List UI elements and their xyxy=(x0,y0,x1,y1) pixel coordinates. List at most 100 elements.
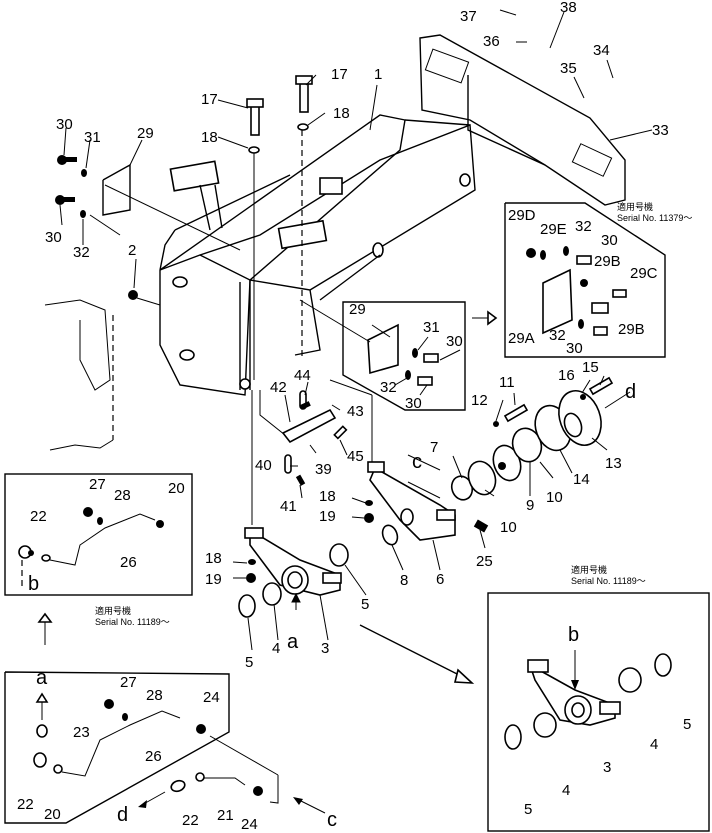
callout-32: 32 xyxy=(575,218,592,235)
arrow-head-icon xyxy=(453,668,475,684)
callout-17: 17 xyxy=(331,66,348,83)
callout-3: 3 xyxy=(603,759,612,776)
callout-28: 28 xyxy=(146,687,163,704)
inset-lower-hose xyxy=(4,671,326,824)
serial-note-jp: 適用号機 xyxy=(571,565,608,575)
callout-5: 5 xyxy=(361,596,370,613)
callout-35: 35 xyxy=(560,60,577,77)
direction-b: b xyxy=(28,573,40,595)
callout-10: 10 xyxy=(546,489,563,506)
lock-bracket-assembly xyxy=(251,379,373,525)
direction-c: c xyxy=(412,451,422,473)
arrow-to-inset-b xyxy=(359,624,466,679)
callout-45: 45 xyxy=(347,448,364,465)
callout-40: 40 xyxy=(255,457,272,474)
callout-22: 22 xyxy=(182,812,199,829)
cover-plate-29 xyxy=(55,155,241,251)
callout-8: 8 xyxy=(400,572,409,589)
callout-26: 26 xyxy=(120,554,137,571)
callout-5: 5 xyxy=(245,654,254,671)
callout-33: 33 xyxy=(652,122,669,139)
arrow-head-icon xyxy=(37,612,53,623)
callout-2: 2 xyxy=(128,242,137,259)
callout-24: 24 xyxy=(203,689,220,706)
callout-44: 44 xyxy=(294,367,311,384)
callout-29D: 29D xyxy=(508,207,536,224)
callout-22: 22 xyxy=(30,508,47,525)
callout-29B: 29B xyxy=(618,321,645,338)
arrow-head-icon xyxy=(487,310,498,326)
callout-30: 30 xyxy=(446,333,463,350)
callout-12: 12 xyxy=(471,392,488,409)
callout-15: 15 xyxy=(582,359,599,376)
callout-32: 32 xyxy=(549,327,566,344)
counterweight xyxy=(419,34,626,206)
callout-9: 9 xyxy=(526,497,535,514)
callout-18: 18 xyxy=(201,129,218,146)
serial-note: Serial No. 11379～ xyxy=(617,213,693,223)
callout-21: 21 xyxy=(217,807,234,824)
inset-cover-variant xyxy=(504,202,666,358)
callout-29E: 29E xyxy=(540,221,567,238)
callout-30: 30 xyxy=(56,116,73,133)
callout-4: 4 xyxy=(562,782,571,799)
bolts-17 xyxy=(246,75,313,380)
direction-d: d xyxy=(117,804,129,826)
callout-24: 24 xyxy=(241,816,258,833)
callout-25: 25 xyxy=(476,553,493,570)
callout-31: 31 xyxy=(423,319,440,336)
callout-14: 14 xyxy=(573,471,590,488)
callout-30: 30 xyxy=(45,229,62,246)
callout-29: 29 xyxy=(137,125,154,142)
callout-26: 26 xyxy=(145,748,162,765)
callout-5: 5 xyxy=(683,716,692,733)
serial-note-jp: 適用号機 xyxy=(95,606,132,616)
bracket-6 xyxy=(367,461,489,546)
callout-18: 18 xyxy=(205,550,222,567)
ring-stack xyxy=(450,376,614,501)
inset-cover-detail xyxy=(299,299,466,411)
callout-27: 27 xyxy=(89,476,106,493)
serial-note: Serial No. 11189～ xyxy=(95,617,170,627)
callout-30: 30 xyxy=(405,395,422,412)
callout-19: 19 xyxy=(319,508,336,525)
callout-30: 30 xyxy=(566,340,583,357)
callout-3: 3 xyxy=(321,640,330,657)
callout-43: 43 xyxy=(347,403,364,420)
leader-lines xyxy=(59,9,653,651)
callout-28: 28 xyxy=(114,487,131,504)
callout-11: 11 xyxy=(499,374,515,391)
callout-18: 18 xyxy=(333,105,350,122)
callout-1: 1 xyxy=(374,66,383,83)
callout-29: 29 xyxy=(349,301,366,318)
direction-b: b xyxy=(568,624,580,646)
callout-19: 19 xyxy=(205,571,222,588)
callout-39: 39 xyxy=(315,461,332,478)
callout-22: 22 xyxy=(17,796,34,813)
callout-29A: 29A xyxy=(508,330,535,347)
callout-32: 32 xyxy=(380,379,397,396)
direction-a: a xyxy=(287,631,299,653)
callout-6: 6 xyxy=(436,571,445,588)
callout-37: 37 xyxy=(460,8,477,25)
bracket-3 xyxy=(238,500,374,618)
callout-13: 13 xyxy=(605,455,622,472)
callout-7: 7 xyxy=(430,439,439,456)
callout-20: 20 xyxy=(44,806,61,823)
callout-29C: 29C xyxy=(630,265,658,282)
callout-27: 27 xyxy=(120,674,137,691)
callout-36: 36 xyxy=(483,33,500,50)
callout-20: 20 xyxy=(168,480,185,497)
callout-4: 4 xyxy=(650,736,659,753)
direction-d: d xyxy=(625,381,637,403)
direction-a: a xyxy=(36,667,48,689)
callout-34: 34 xyxy=(593,42,610,59)
callout-42: 42 xyxy=(270,379,287,396)
inset-b-bracket xyxy=(487,592,710,832)
callout-4: 4 xyxy=(272,640,281,657)
callout-29B: 29B xyxy=(594,253,621,270)
serial-note: Serial No. 11189～ xyxy=(571,576,646,586)
direction-c: c xyxy=(327,809,337,831)
callout-5: 5 xyxy=(524,801,533,818)
